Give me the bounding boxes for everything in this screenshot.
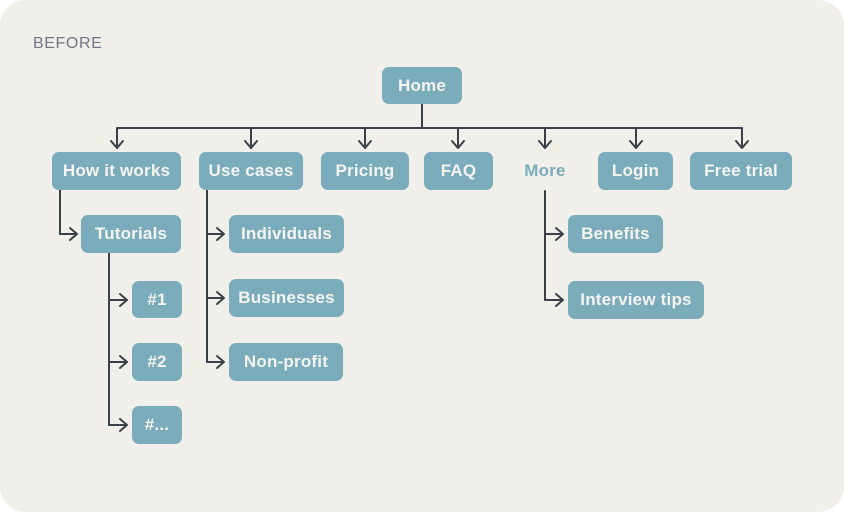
- arrowhead-right-icon: [555, 293, 564, 307]
- arrowhead-right-icon: [216, 355, 225, 369]
- node-benefits[interactable]: Benefits: [568, 215, 663, 253]
- node-how-it-works[interactable]: How it works: [52, 152, 181, 190]
- connector-how-it-works-to-tutorials: [59, 189, 78, 241]
- node-pricing[interactable]: Pricing: [321, 152, 409, 190]
- arrowhead-right-icon: [119, 355, 128, 369]
- arrowhead-down-icon: [110, 140, 124, 149]
- arrowhead-down-icon: [358, 140, 372, 149]
- arrowhead-down-icon: [244, 140, 258, 149]
- node-faq[interactable]: FAQ: [424, 152, 493, 190]
- node-tutorial-1[interactable]: #1: [132, 281, 182, 318]
- arrowhead-down-icon: [629, 140, 643, 149]
- arrowhead-right-icon: [555, 227, 564, 241]
- arrowhead-right-icon: [119, 293, 128, 307]
- node-tutorials[interactable]: Tutorials: [81, 215, 181, 253]
- node-interview-tips[interactable]: Interview tips: [568, 281, 704, 319]
- arrowhead-right-icon: [216, 291, 225, 305]
- node-tutorial-etc[interactable]: #...: [132, 406, 182, 444]
- connector-use-cases-to-items: [206, 189, 225, 369]
- node-individuals[interactable]: Individuals: [229, 215, 344, 253]
- arrowhead-right-icon: [69, 227, 78, 241]
- arrowhead-right-icon: [119, 418, 128, 432]
- node-login[interactable]: Login: [598, 152, 673, 190]
- node-non-profit[interactable]: Non-profit: [229, 343, 343, 381]
- arrowhead-down-icon: [538, 140, 552, 149]
- connector-tutorials-to-items: [108, 252, 128, 432]
- node-use-cases[interactable]: Use cases: [199, 152, 303, 190]
- node-free-trial[interactable]: Free trial: [690, 152, 792, 190]
- arrowhead-right-icon: [216, 227, 225, 241]
- node-home[interactable]: Home: [382, 67, 462, 104]
- node-businesses[interactable]: Businesses: [229, 279, 344, 317]
- arrowhead-down-icon: [735, 140, 749, 149]
- arrowhead-down-icon: [451, 140, 465, 149]
- node-tutorial-2[interactable]: #2: [132, 343, 182, 381]
- node-more[interactable]: More: [524, 161, 566, 180]
- connector-more-to-items: [544, 190, 564, 307]
- diagram-title: BEFORE: [33, 35, 103, 52]
- connector-home-to-top-row: [110, 103, 749, 149]
